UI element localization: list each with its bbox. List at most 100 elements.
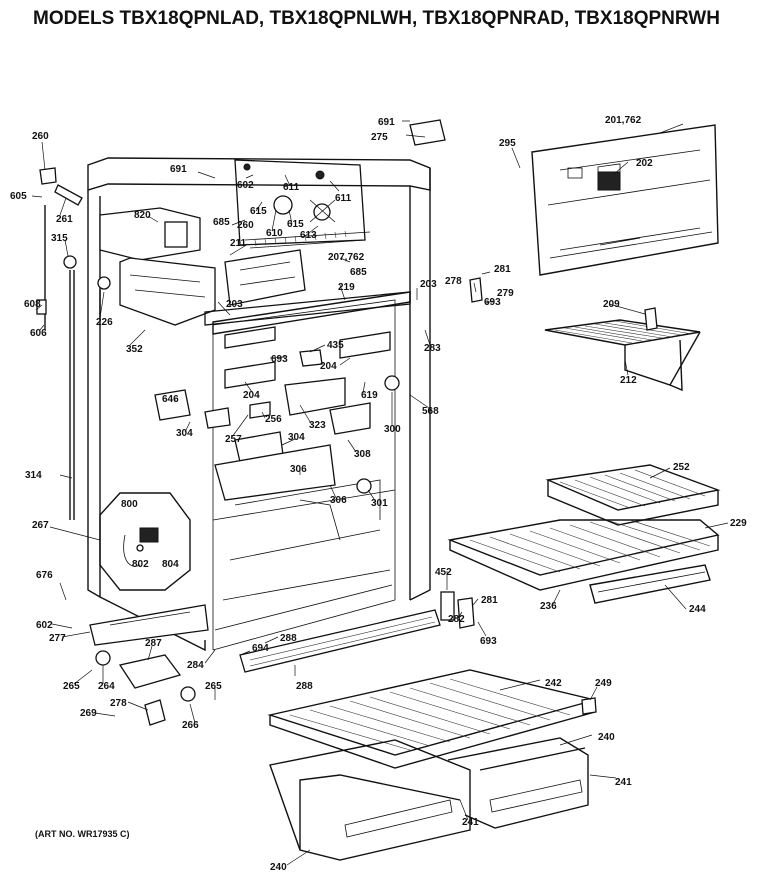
part-label: 260	[237, 220, 254, 231]
part-label: 295	[499, 138, 516, 149]
part-label: 265	[63, 681, 80, 692]
part-label: 315	[51, 233, 68, 244]
art-number: (ART NO. WR17935 C)	[35, 829, 130, 839]
part-label: 691	[170, 164, 187, 175]
part-label: 241	[462, 817, 479, 828]
part-label: 301	[371, 498, 388, 509]
part-label: 211	[230, 238, 247, 249]
part-label: 261	[56, 214, 73, 225]
part-label: 693	[271, 354, 288, 365]
part-label: 212	[620, 375, 637, 386]
part-label: 203	[226, 299, 243, 310]
part-label: 694	[252, 643, 269, 654]
part-label: 613	[300, 230, 317, 241]
part-label: 685	[350, 267, 367, 278]
interior-parts	[154, 291, 411, 501]
crisper-drawers	[267, 669, 596, 861]
part-label: 804	[162, 559, 179, 570]
part-label: 279	[497, 288, 514, 299]
part-label: 646	[162, 394, 179, 405]
part-label: 323	[309, 420, 326, 431]
part-label: 314	[25, 470, 42, 481]
part-label: 240	[598, 732, 615, 743]
part-label: 820	[134, 210, 151, 221]
part-label: 260	[32, 131, 49, 142]
part-label: 281	[494, 264, 511, 275]
part-label: 452	[435, 567, 452, 578]
evaporator-cover-panel	[531, 124, 719, 276]
part-label: 676	[36, 570, 53, 581]
glass-shelves	[447, 464, 721, 604]
part-label: 204	[243, 390, 260, 401]
part-label: 287	[145, 638, 162, 649]
part-label: 266	[182, 720, 199, 731]
part-label: 288	[296, 681, 313, 692]
part-label: 275	[371, 132, 388, 143]
part-label: 288	[280, 633, 297, 644]
part-label: 256	[265, 414, 282, 425]
part-label: 204	[320, 361, 337, 372]
part-label: 269	[80, 708, 97, 719]
part-number-labels: 691 275 201,762 295 202 260 605 261 315 …	[10, 115, 747, 873]
part-label: 257	[225, 434, 242, 445]
part-label: 240	[270, 862, 287, 873]
part-label: 283	[424, 343, 441, 354]
control-detail-inset	[99, 492, 191, 591]
part-label: 249	[595, 678, 612, 689]
left-hardware	[36, 119, 483, 520]
part-label: 300	[384, 424, 401, 435]
part-label: 605	[10, 191, 27, 202]
part-label: 264	[98, 681, 115, 692]
part-label: 435	[327, 340, 344, 351]
part-label: 281	[481, 595, 498, 606]
part-label: 226	[96, 317, 113, 328]
part-label: 802	[132, 559, 149, 570]
part-label: 608	[24, 299, 41, 310]
part-label: 229	[730, 518, 747, 529]
part-label: 284	[187, 660, 204, 671]
part-label: 244	[689, 604, 706, 615]
part-label: 207,762	[328, 252, 365, 263]
upper-wire-shelf	[544, 307, 701, 392]
part-label: 602	[237, 180, 254, 191]
lower-hardware	[89, 591, 597, 726]
part-label: 615	[250, 206, 267, 217]
icemaker-assembly	[99, 159, 371, 326]
part-label: 610	[266, 228, 283, 239]
part-label: 304	[288, 432, 305, 443]
part-label: 615	[287, 219, 304, 230]
part-label: 606	[30, 328, 47, 339]
part-label: 219	[338, 282, 355, 293]
part-label: 236	[540, 601, 557, 612]
part-label: 611	[283, 182, 300, 193]
part-label: 306	[330, 495, 347, 506]
part-label: 241	[615, 777, 632, 788]
part-label: 277	[49, 633, 66, 644]
part-label: 619	[361, 390, 378, 401]
part-label: 209	[603, 299, 620, 310]
part-label: 693	[484, 297, 501, 308]
part-label: 265	[205, 681, 222, 692]
part-label: 201,762	[605, 115, 642, 126]
part-label: 282	[448, 614, 465, 625]
part-label: 685	[213, 217, 230, 228]
leader-lines	[31, 120, 729, 866]
part-label: 267	[32, 520, 49, 531]
part-label: 278	[110, 698, 127, 709]
part-label: 568	[422, 406, 439, 417]
part-label: 242	[545, 678, 562, 689]
part-label: 691	[378, 117, 395, 128]
part-label: 308	[354, 449, 371, 460]
part-label: 202	[636, 158, 653, 169]
part-label: 602	[36, 620, 53, 631]
part-label: 693	[480, 636, 497, 647]
part-label: 278	[445, 276, 462, 287]
part-label: 352	[126, 344, 143, 355]
page-title: MODELS TBX18QPNLAD, TBX18QPNLWH, TBX18QP…	[33, 8, 720, 29]
part-label: 611	[335, 193, 352, 204]
part-label: 252	[673, 462, 690, 473]
part-label: 800	[121, 499, 138, 510]
part-label: 304	[176, 428, 193, 439]
